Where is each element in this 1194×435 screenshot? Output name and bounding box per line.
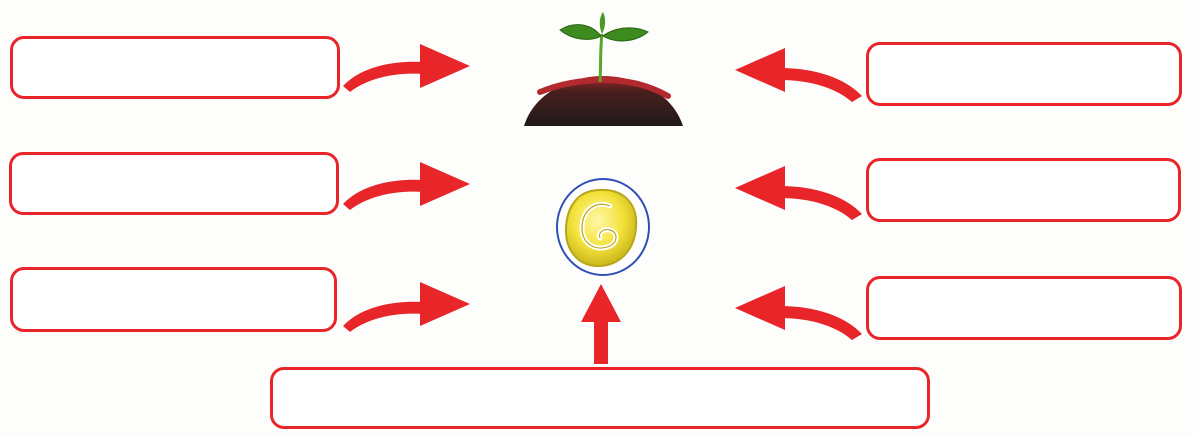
label-box-right-middle[interactable] xyxy=(866,158,1181,222)
label-box-left-bottom[interactable] xyxy=(10,267,337,332)
label-text-right-bottom xyxy=(869,279,1179,295)
leaf-right xyxy=(603,28,648,41)
label-box-left-top[interactable] xyxy=(10,36,340,99)
arrow-left-1 xyxy=(343,44,470,92)
arrow-right-1 xyxy=(735,48,862,102)
arrow-right-3 xyxy=(735,286,862,340)
seedling-image xyxy=(524,12,683,126)
label-text-left-bottom xyxy=(13,270,334,286)
label-text-left-top xyxy=(13,39,337,55)
label-box-bottom[interactable] xyxy=(270,367,930,429)
soil-mound xyxy=(524,76,683,126)
label-text-right-middle xyxy=(869,161,1178,177)
seedling-stem xyxy=(600,34,602,82)
label-box-left-middle[interactable] xyxy=(9,152,339,215)
label-text-left-middle xyxy=(12,155,336,171)
arrow-right-2 xyxy=(735,166,862,220)
left-arrows xyxy=(343,44,470,332)
label-text-bottom xyxy=(273,370,927,386)
leaf-left xyxy=(560,25,601,40)
leaf-bud xyxy=(600,12,605,34)
seed-body xyxy=(566,190,636,266)
label-box-right-top[interactable] xyxy=(866,42,1182,106)
label-box-right-bottom[interactable] xyxy=(866,276,1182,340)
arrow-left-3 xyxy=(343,282,470,332)
right-arrows xyxy=(735,48,862,340)
seed-image xyxy=(557,179,649,275)
arrow-left-2 xyxy=(343,162,470,210)
label-text-right-top xyxy=(869,45,1179,61)
arrow-up xyxy=(581,284,621,364)
